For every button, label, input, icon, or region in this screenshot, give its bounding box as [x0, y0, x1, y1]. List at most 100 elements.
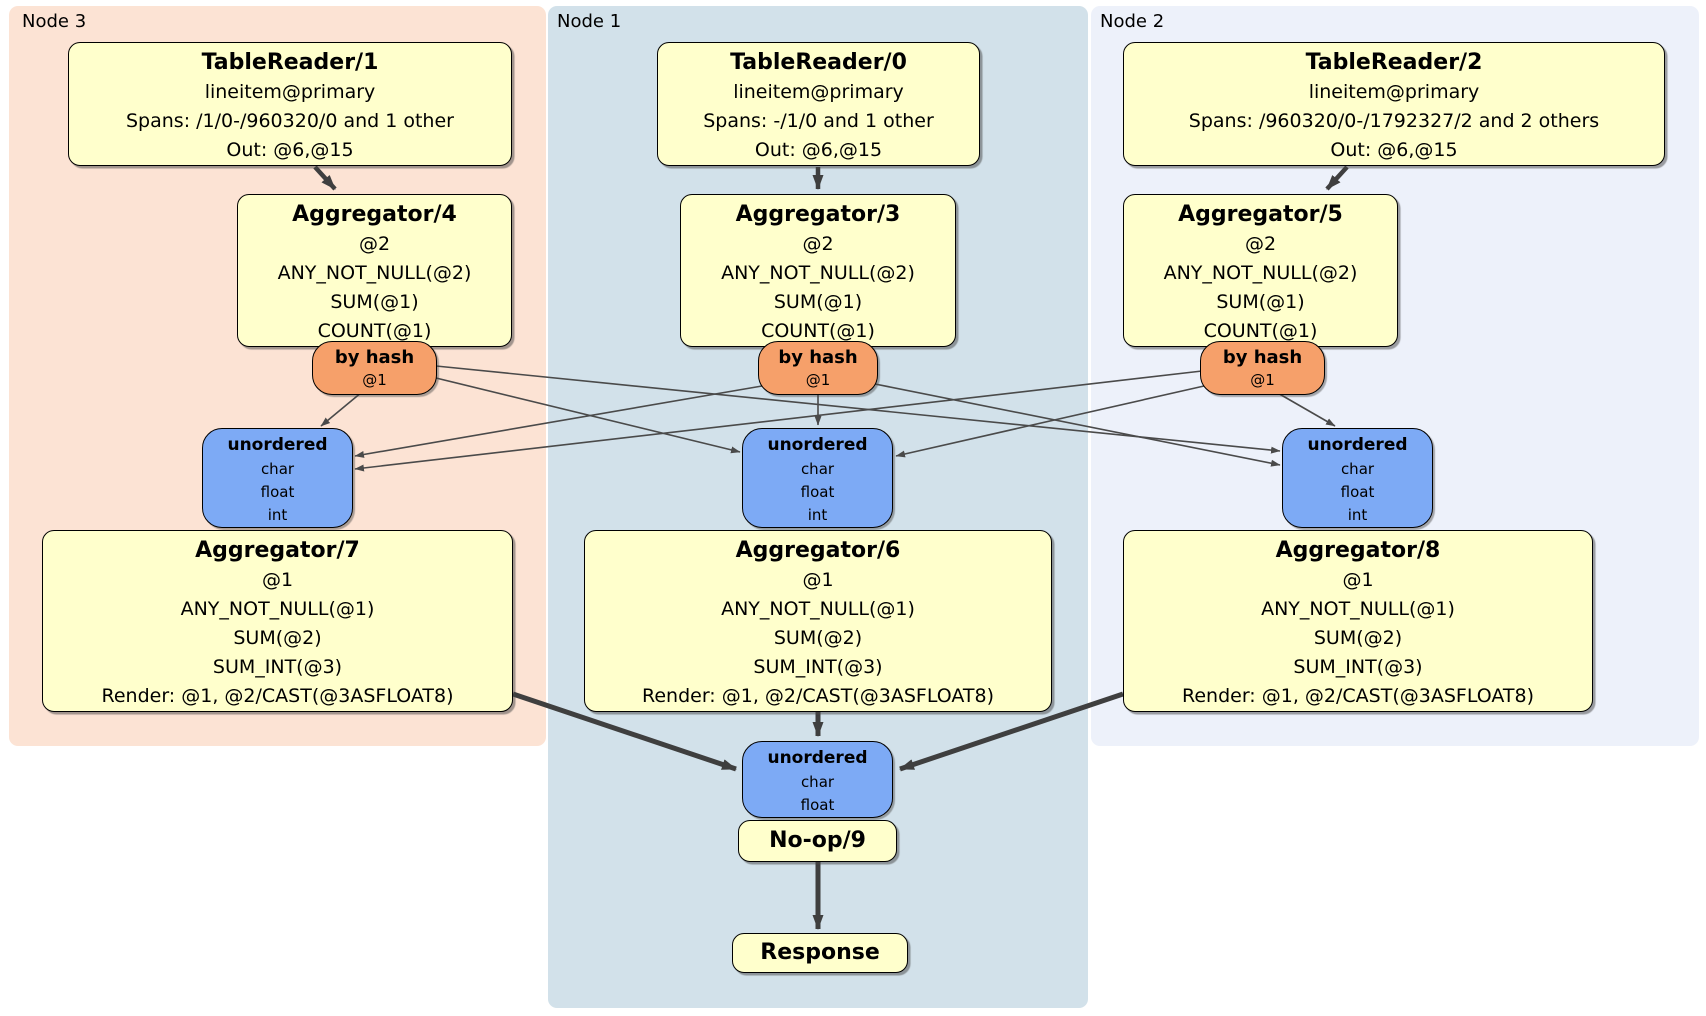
box-line: SUM(@2) [233, 627, 322, 649]
box-line: SUM(@1) [1216, 291, 1305, 313]
sync-label: unordered [767, 748, 868, 768]
box-line: lineitem@primary [733, 81, 904, 103]
box-title: Response [760, 940, 880, 965]
edge-hashm-syncr [874, 383, 1281, 467]
box-line: SUM_INT(@3) [1293, 656, 1423, 678]
box-aggregator-4: Aggregator/4 @2 ANY_NOT_NULL(@2) SUM(@1)… [237, 194, 512, 347]
edge-agg8-syncfinal [899, 691, 1124, 772]
box-line: ANY_NOT_NULL(@2) [721, 262, 915, 284]
sync-item: float [800, 483, 835, 501]
box-aggregator-6: Aggregator/6 @1 ANY_NOT_NULL(@1) SUM(@2)… [584, 530, 1052, 712]
box-line: lineitem@primary [204, 81, 376, 103]
sync-unordered-node3: unordered char float int [202, 428, 353, 528]
sync-item: char [800, 773, 835, 791]
sync-unordered-node1: unordered char float int [742, 428, 893, 528]
box-line: lineitem@primary [1308, 81, 1480, 103]
box-aggregator-7: Aggregator/7 @1 ANY_NOT_NULL(@1) SUM(@2)… [42, 530, 513, 712]
box-tablereader-0: TableReader/0 lineitem@primary Spans: -/… [657, 42, 980, 166]
router-by-hash-node2: by hash @1 [1200, 341, 1325, 395]
box-line: COUNT(@1) [1203, 320, 1318, 342]
edge-hashr-syncl [354, 370, 1203, 472]
box-aggregator-5: Aggregator/5 @2 ANY_NOT_NULL(@2) SUM(@1)… [1123, 194, 1398, 347]
router-by-hash-node3: by hash @1 [312, 341, 437, 395]
box-title: No-op/9 [769, 828, 866, 853]
box-title: Aggregator/7 [195, 538, 360, 563]
edge-agg7-syncfinal [512, 691, 737, 772]
box-response: Response [732, 933, 908, 973]
box-line: SUM_INT(@3) [212, 656, 343, 678]
router-by-hash-node1: by hash @1 [758, 341, 878, 395]
box-line: Out: @6,@15 [754, 139, 883, 161]
region-node2-label: Node 2 [1100, 11, 1165, 32]
box-line: Out: @6,@15 [1330, 139, 1458, 161]
box-noop-9: No-op/9 [738, 820, 897, 862]
box-line: Spans: /1/0-/960320/0 and 1 other [126, 110, 454, 132]
box-title: Aggregator/8 [1275, 538, 1441, 563]
edge-hashr-syncr [1275, 391, 1336, 427]
box-tablereader-1: TableReader/1 lineitem@primary Spans: /1… [68, 42, 512, 166]
box-title: TableReader/2 [1305, 50, 1483, 75]
box-line: COUNT(@1) [761, 320, 875, 342]
box-line: SUM(@1) [330, 291, 419, 313]
box-aggregator-3: Aggregator/3 @2 ANY_NOT_NULL(@2) SUM(@1)… [680, 194, 956, 347]
box-line: @2 [1244, 233, 1277, 255]
router-detail: @1 [805, 371, 831, 389]
sync-item: int [807, 506, 828, 524]
box-aggregator-8: Aggregator/8 @1 ANY_NOT_NULL(@1) SUM(@2)… [1123, 530, 1593, 712]
box-line: Render: @1, @2/CAST(@3ASFLOAT8) [642, 685, 994, 707]
box-line: SUM_INT(@3) [753, 656, 883, 678]
box-line: SUM(@1) [773, 291, 863, 313]
router-detail: @1 [362, 371, 387, 389]
sync-label: unordered [767, 435, 868, 455]
box-line: ANY_NOT_NULL(@2) [277, 262, 472, 284]
box-line: @2 [802, 233, 834, 255]
sync-item: float [1340, 483, 1375, 501]
box-line: ANY_NOT_NULL(@2) [1163, 262, 1358, 284]
router-label: by hash [1222, 347, 1303, 368]
edge-hashl-syncl [320, 391, 363, 427]
sync-item: char [800, 460, 835, 478]
box-title: TableReader/1 [201, 50, 379, 75]
edge-hashm-syncl [354, 385, 763, 458]
edge-hashr-syncm [895, 385, 1205, 458]
edge-tr2-agg5 [1325, 165, 1349, 191]
edge-tr1-agg4 [313, 165, 337, 191]
edge-hashl-syncm [435, 377, 741, 454]
box-line: @1 [802, 569, 834, 591]
sync-unordered-node2: unordered char float int [1282, 428, 1433, 528]
box-line: SUM(@2) [1313, 627, 1403, 649]
router-label: by hash [334, 347, 415, 368]
sync-item: char [1340, 460, 1375, 478]
box-title: TableReader/0 [730, 50, 907, 75]
box-line: ANY_NOT_NULL(@1) [1261, 598, 1455, 620]
box-line: @1 [261, 569, 294, 591]
sync-unordered-final: unordered char float [742, 741, 893, 818]
box-line: @1 [1342, 569, 1374, 591]
box-line: COUNT(@1) [317, 320, 432, 342]
sync-item: char [260, 460, 295, 478]
sync-label: unordered [1307, 435, 1408, 455]
box-line: @2 [358, 233, 391, 255]
box-line: Render: @1, @2/CAST(@3ASFLOAT8) [101, 685, 454, 707]
box-line: ANY_NOT_NULL(@1) [180, 598, 375, 620]
box-title: Aggregator/4 [292, 202, 457, 227]
box-line: Spans: -/1/0 and 1 other [703, 110, 934, 132]
router-label: by hash [778, 347, 858, 368]
box-line: Spans: /960320/0-/1792327/2 and 2 others [1188, 110, 1600, 132]
box-tablereader-2: TableReader/2 lineitem@primary Spans: /9… [1123, 42, 1665, 166]
box-line: SUM(@2) [773, 627, 863, 649]
router-detail: @1 [1250, 371, 1275, 389]
box-line: Out: @6,@15 [226, 139, 354, 161]
region-node1-label: Node 1 [557, 11, 622, 32]
box-title: Aggregator/5 [1178, 202, 1343, 227]
box-title: Aggregator/3 [735, 202, 901, 227]
sync-item: int [267, 506, 288, 524]
sync-item: float [800, 796, 835, 814]
sync-item: int [1347, 506, 1368, 524]
region-node3-label: Node 3 [22, 11, 87, 32]
sync-label: unordered [227, 435, 328, 455]
sync-item: float [260, 483, 295, 501]
box-line: ANY_NOT_NULL(@1) [721, 598, 915, 620]
